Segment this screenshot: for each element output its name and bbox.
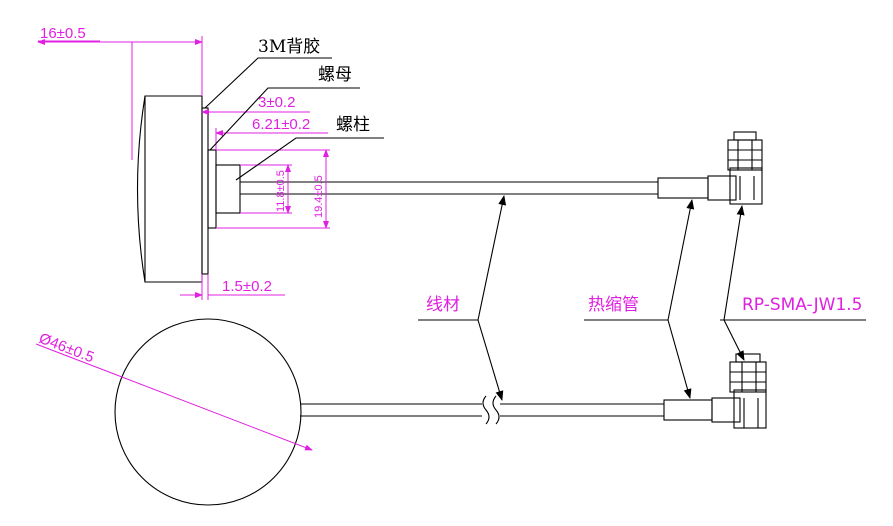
adhesive-pad (201, 107, 209, 275)
dim-stud-dia: 11.8±0.5 (275, 170, 287, 212)
dim-diameter: Ø46±0.5 (37, 330, 97, 366)
nut (207, 149, 217, 229)
top-view: Ø46±0.5 (35, 318, 767, 506)
cable-break (482, 395, 490, 425)
heat-shrink-tube-bottom (663, 399, 713, 421)
sma-connector-bottom (711, 353, 767, 429)
label-stud: 螺柱 (336, 115, 370, 135)
label-connector: RP-SMA-JW1.5 (742, 295, 862, 315)
sma-connector (707, 131, 763, 205)
dim-height: 16±0.5 (40, 25, 86, 42)
label-heat-shrink: 热缩管 (588, 295, 639, 315)
dim-nut-offset: 6.21±0.2 (252, 116, 310, 133)
side-view: 16±0.5 3±0.2 6.21±0.2 11.8±0.5 19.4±0.5 … (37, 25, 763, 300)
antenna-dome (136, 95, 203, 283)
callouts: 线材 热缩管 RP-SMA-JW1.5 (418, 195, 866, 401)
label-cable: 线材 (426, 295, 460, 315)
label-adhesive: 3M背胶 (258, 37, 320, 57)
dim-nut-dia: 19.4±0.5 (313, 175, 325, 218)
antenna-disc (114, 318, 302, 506)
dim-flange: 1.5±0.2 (222, 278, 272, 295)
heat-shrink-tube (657, 177, 709, 199)
label-nut: 螺母 (318, 65, 352, 85)
dim-backing: 3±0.2 (258, 94, 295, 111)
stud (215, 164, 241, 214)
